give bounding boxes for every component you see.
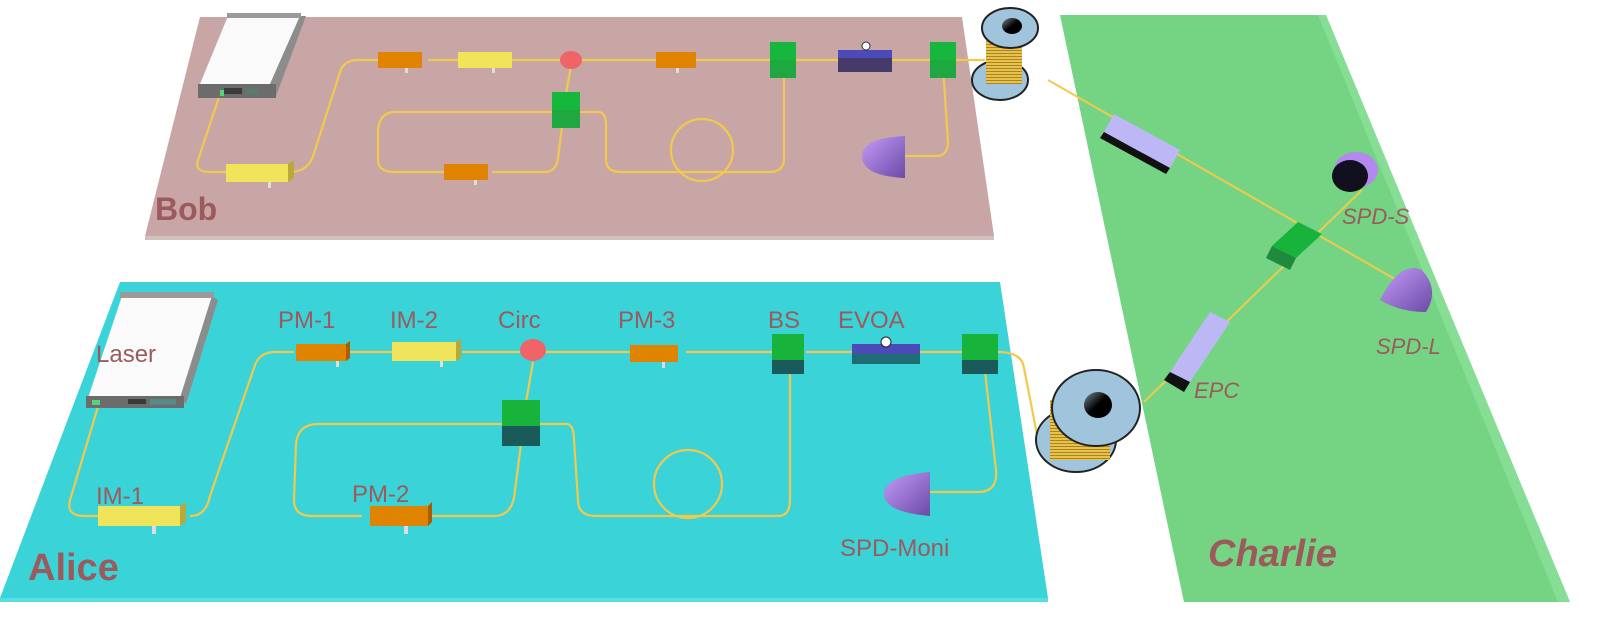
- bob-spd-moni: [862, 136, 905, 178]
- spd-moni-label: SPD-Moni: [840, 535, 949, 562]
- bob-fibers: [196, 58, 985, 183]
- bob-pm-module-2: [444, 164, 488, 185]
- alice-pm-3: [630, 345, 678, 368]
- spd-s-label: SPD-S: [1342, 204, 1410, 229]
- charlie-pc: [1100, 114, 1180, 174]
- labels: Bob Alice Charlie Laser IM-1 PM-1 IM-2 C…: [28, 191, 1441, 589]
- spd-l-label: SPD-L: [1376, 334, 1441, 359]
- circ-label: Circ: [498, 307, 541, 334]
- alice-bs: [772, 334, 804, 374]
- pm3-label: PM-3: [618, 307, 675, 334]
- alice-fibers: [68, 350, 1042, 520]
- bob-label: Bob: [155, 191, 217, 227]
- alice-laser: [86, 292, 218, 408]
- charlie-bs: [1266, 222, 1322, 270]
- bob-laser: [198, 13, 306, 98]
- bob-im-module-2: [458, 52, 512, 73]
- alice-label: Alice: [28, 547, 119, 589]
- im2-label: IM-2: [390, 307, 438, 334]
- bob-circulator: [560, 51, 582, 69]
- bob-evoa: [838, 41, 892, 72]
- laser-label: Laser: [96, 341, 156, 368]
- evoa-label: EVOA: [838, 307, 905, 334]
- pm1-label: PM-1: [278, 307, 335, 334]
- alice-fiber-spool: [1035, 369, 1141, 473]
- alice-pm-1: [296, 341, 350, 367]
- alice-evoa: [852, 336, 920, 364]
- alice-bs-2: [962, 334, 998, 374]
- bob-pm-module-3: [656, 52, 696, 73]
- alice-bs-loop: [502, 400, 540, 446]
- epc-label: EPC: [1194, 378, 1239, 403]
- charlie-spd-s-detector: [1332, 152, 1378, 192]
- alice-circulator: [520, 339, 546, 361]
- alice-im-1: [98, 502, 186, 534]
- bs-label: BS: [768, 307, 800, 334]
- alice-pm-2: [370, 502, 432, 534]
- charlie-epc: [1164, 312, 1230, 392]
- charlie-label: Charlie: [1208, 533, 1337, 575]
- alice-im-2: [392, 339, 461, 367]
- bob-bs: [770, 42, 796, 78]
- pm2-label: PM-2: [352, 481, 409, 508]
- charlie-spd-l-detector: [1380, 268, 1433, 312]
- bob-im-module: [226, 160, 294, 188]
- charlie-plate: [1060, 15, 1570, 602]
- alice-spd-moni: [884, 472, 930, 516]
- bob-fiber-spool: [971, 7, 1039, 101]
- im1-label: IM-1: [96, 483, 144, 510]
- bob-bs-loop: [552, 92, 580, 128]
- bob-bs-2: [930, 42, 956, 78]
- bob-pm-module-1: [378, 52, 422, 73]
